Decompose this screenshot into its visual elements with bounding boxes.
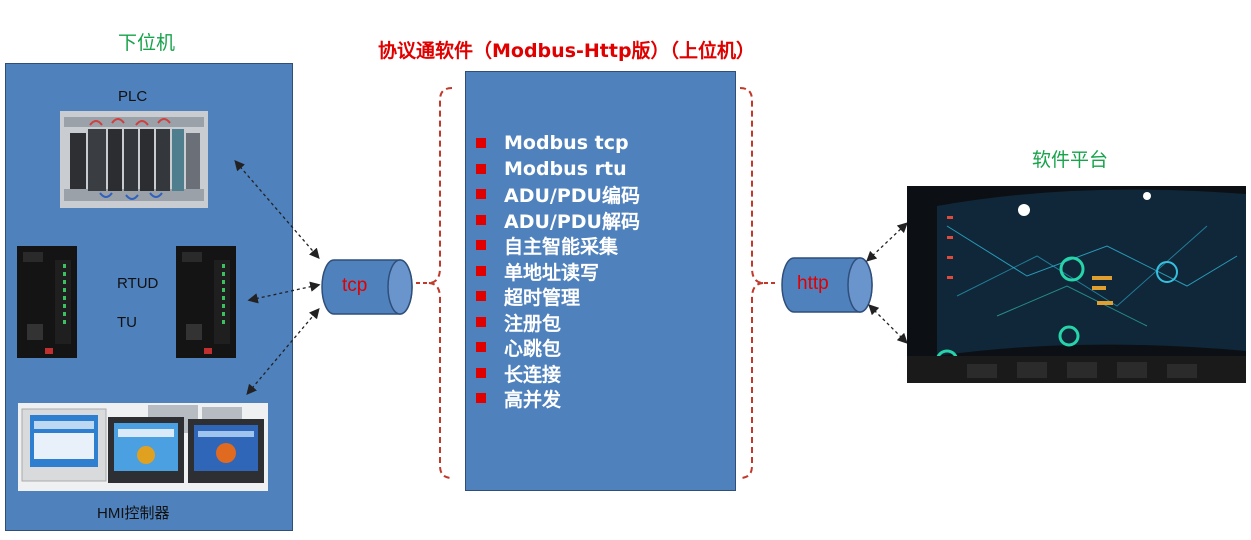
bullet-icon [476, 138, 486, 148]
rtud-label: RTUD [117, 275, 159, 292]
bullet-icon [476, 215, 486, 225]
lower-machine-title: 下位机 [118, 32, 176, 54]
rtu-device-right-image [176, 246, 236, 358]
left-connection-arrows [234, 160, 321, 395]
feature-item: Modbus rtu [476, 157, 627, 181]
tu-label: TU [117, 314, 137, 331]
feature-text: Modbus rtu [504, 158, 627, 180]
http-platform-arrow-upper [866, 222, 908, 262]
bullet-icon [476, 317, 486, 327]
feature-item: 自主智能采集 [476, 233, 619, 258]
feature-text: 超时管理 [504, 286, 581, 309]
hmi-tcp-arrow [246, 308, 320, 395]
bullet-icon [476, 266, 486, 276]
feature-item: Modbus tcp [476, 131, 629, 155]
feature-text: 自主智能采集 [504, 235, 619, 258]
bullet-icon [476, 342, 486, 352]
http-cylinder [781, 257, 873, 313]
feature-text: Modbus tcp [504, 132, 629, 154]
feature-text: ADU/PDU编码 [504, 184, 640, 207]
rtu-device-left-image [17, 246, 77, 358]
plc-label: PLC [118, 88, 148, 105]
feature-text: ADU/PDU解码 [504, 210, 640, 233]
protocol-software-title: 协议通软件（Modbus-Http版）（上位机） [378, 40, 756, 62]
hmi-label: HMI控制器 [97, 505, 170, 522]
rtu-tcp-arrow [247, 281, 321, 304]
feature-item: 单地址读写 [476, 259, 600, 284]
right-connection-arrows [866, 222, 908, 344]
feature-item: 注册包 [476, 310, 562, 335]
bullet-icon [476, 291, 486, 301]
bullet-icon [476, 393, 486, 403]
bullet-icon [476, 164, 486, 174]
http-label: http [797, 273, 829, 294]
tcp-cylinder [321, 259, 413, 315]
tcp-label: tcp [342, 275, 368, 296]
bullet-icon [476, 189, 486, 199]
hmi-image [18, 403, 268, 491]
feature-item: 高并发 [476, 386, 562, 411]
feature-item: ADU/PDU解码 [476, 208, 640, 233]
platform-title: 软件平台 [1032, 149, 1109, 171]
feature-text: 长连接 [504, 363, 562, 386]
feature-item: 长连接 [476, 361, 562, 386]
plc-image [60, 111, 208, 208]
bullet-icon [476, 240, 486, 250]
feature-text: 注册包 [504, 312, 562, 335]
feature-text: 心跳包 [504, 337, 562, 360]
feature-item: ADU/PDU编码 [476, 182, 640, 207]
protocol-software-panel: Modbus tcp Modbus rtu ADU/PDU编码 ADU/PDU解… [465, 71, 736, 491]
feature-text: 高并发 [504, 388, 562, 411]
platform-control-room-image [907, 186, 1246, 383]
protocol-brackets [416, 87, 776, 479]
plc-tcp-arrow [234, 160, 320, 259]
http-platform-arrow-lower [868, 304, 908, 344]
bullet-icon [476, 368, 486, 378]
feature-text: 单地址读写 [504, 261, 600, 284]
feature-item: 心跳包 [476, 335, 562, 360]
feature-item: 超时管理 [476, 284, 581, 309]
